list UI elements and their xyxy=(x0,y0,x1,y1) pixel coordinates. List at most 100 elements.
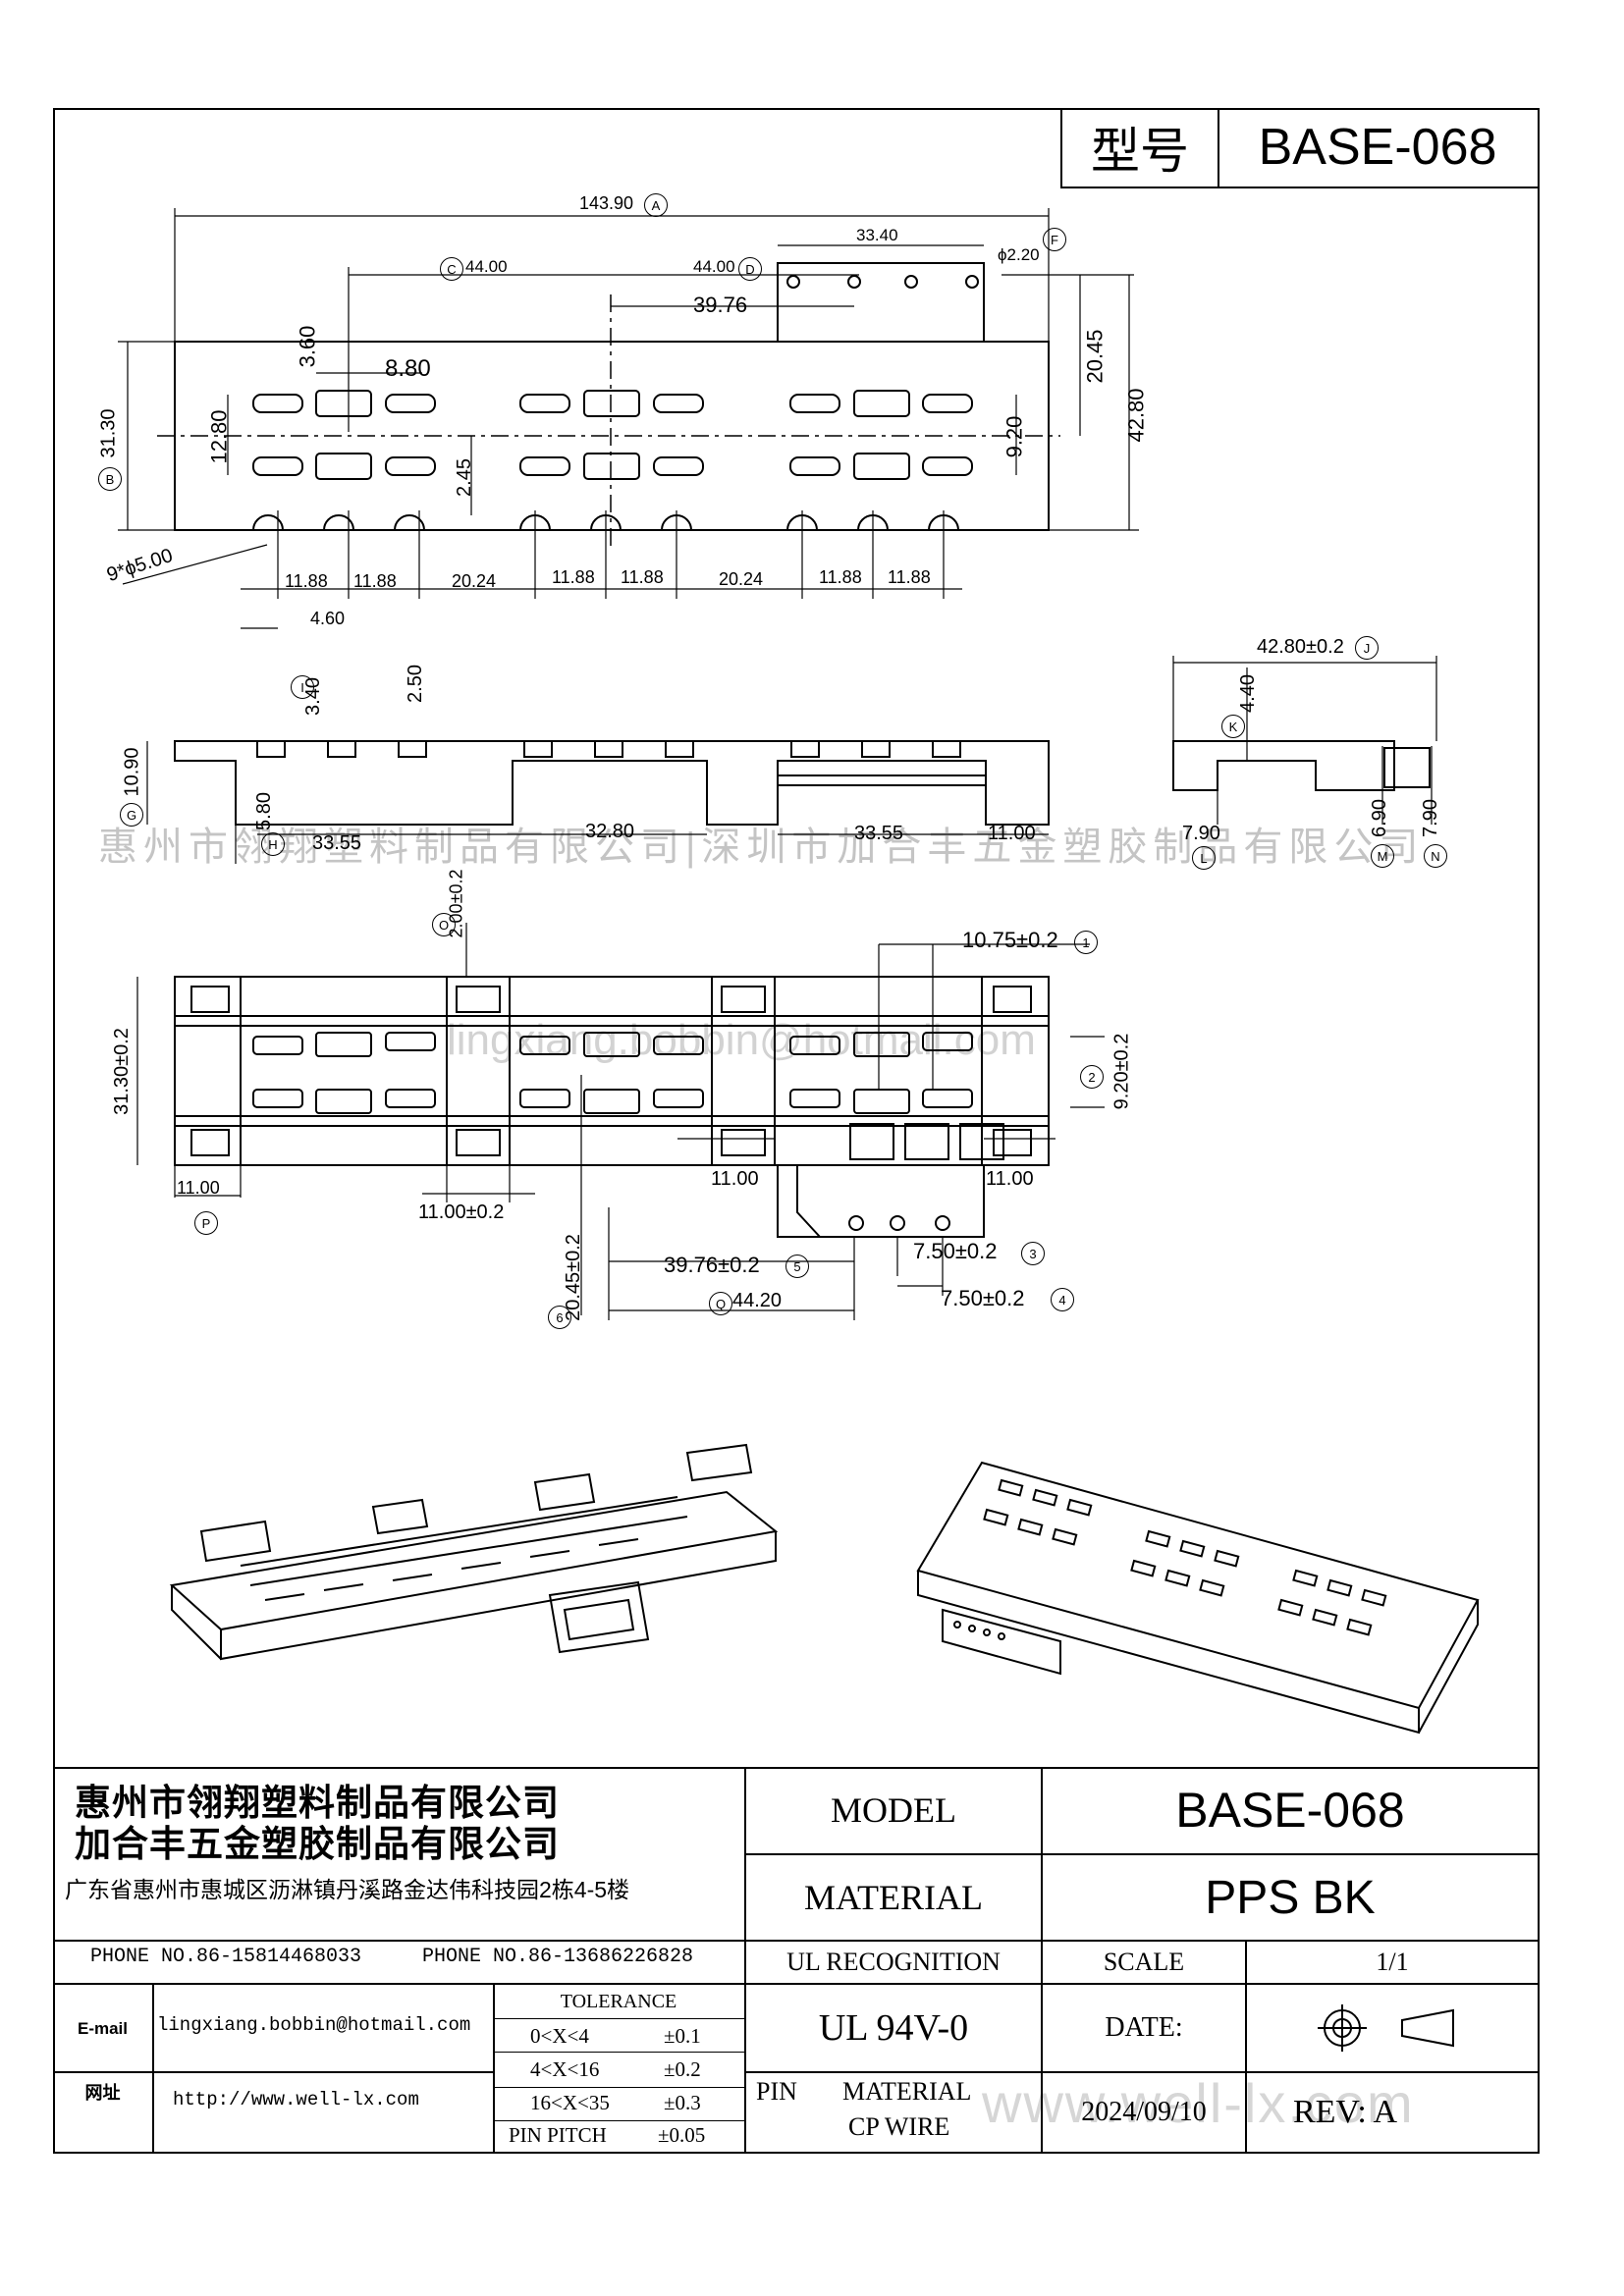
company-name-2: 加合丰五金塑胶制品有限公司 xyxy=(75,1824,560,1864)
tol-value-1: ±0.1 xyxy=(664,2024,701,2048)
bottom-view xyxy=(136,923,1105,1320)
company-address: 广东省惠州市惠城区沥淋镇丹溪路金达伟科技园2栋4-5楼 xyxy=(65,1877,630,1902)
title-vline-l2 xyxy=(493,1983,495,2152)
callout-6: 6 xyxy=(548,1306,571,1329)
callout-i: I xyxy=(291,675,314,699)
top-view xyxy=(118,208,1139,629)
dim-7-50-b: 7.50±0.2 xyxy=(941,1286,1025,1310)
callout-g: G xyxy=(120,803,143,827)
phone-2: PHONE NO.86-13686226828 xyxy=(422,1946,694,1968)
dim-2-45: 2.45 xyxy=(453,458,475,497)
dim-11-00-c: 11.00 xyxy=(711,1168,759,1190)
date-label: DATE: xyxy=(1105,2012,1183,2043)
web-label: 网址 xyxy=(84,2083,121,2103)
ul-label: UL RECOGNITION xyxy=(786,1948,1001,1976)
dim-9-20: 9.20 xyxy=(1001,415,1027,458)
callout-q: Q xyxy=(709,1292,732,1315)
title-hline-2 xyxy=(744,1940,1538,1942)
callout-m: M xyxy=(1371,844,1394,868)
title-hline-3 xyxy=(744,1983,1538,1985)
callout-a: A xyxy=(644,193,668,217)
dim-d: 44.00 xyxy=(693,257,735,276)
dim-11-00-a: 11.00 xyxy=(177,1178,220,1198)
dim-8-80: 8.80 xyxy=(385,355,431,382)
title-hline-1 xyxy=(744,1853,1538,1855)
tol-value-3: ±0.3 xyxy=(664,2091,701,2114)
dim-42-80: 42.80 xyxy=(1123,388,1149,443)
tol-range-4: PIN PITCH xyxy=(509,2123,607,2147)
bottom-dim-4: 11.88 xyxy=(552,567,595,587)
tol-range-2: 4<X<16 xyxy=(530,2057,600,2081)
title-vline-1 xyxy=(1041,1767,1043,2152)
header-model-value: BASE-068 xyxy=(1258,119,1497,176)
iso-right xyxy=(916,1461,1480,1735)
header-model-box xyxy=(1060,108,1538,188)
dim-10-75: 10.75±0.2 xyxy=(962,928,1058,952)
title-block xyxy=(53,1767,1538,2154)
callout-1: 1 xyxy=(1074,931,1098,954)
header-divider xyxy=(1218,108,1219,187)
drawing-frame xyxy=(53,108,1540,2154)
pin-hole-dim: ϕ2.20 xyxy=(998,245,1040,264)
callout-c: C xyxy=(440,257,463,281)
tolerance-title: TOLERANCE xyxy=(560,1990,677,2012)
side-dim-42-80: 42.80±0.2 xyxy=(1257,636,1344,658)
rev: REV: A xyxy=(1292,2094,1398,2130)
scale-value: 1/1 xyxy=(1376,1948,1409,1976)
pin-material-label: MATERIAL xyxy=(842,2077,972,2106)
email-value: lingxiang.bobbin@hotmail.com xyxy=(157,2014,471,2036)
dim-20-45: 20.45 xyxy=(1082,329,1108,384)
dim-9-20-bv: 9.20±0.2 xyxy=(1110,1033,1133,1110)
dim-33-40: 33.40 xyxy=(856,226,898,244)
phone-1: PHONE NO.86-15814468033 xyxy=(90,1946,362,1968)
dim-c: 44.00 xyxy=(465,257,508,276)
side-dim-4-40: 4.40 xyxy=(1236,674,1259,713)
projection-symbol-icon xyxy=(1318,2004,1454,2052)
tol-value-4: ±0.05 xyxy=(658,2123,706,2147)
date-value: 2024/09/10 xyxy=(1081,2097,1207,2127)
title-hline-l1 xyxy=(53,1940,744,1942)
material-value: PPS BK xyxy=(1205,1871,1376,1924)
bottom-dim-8: 11.88 xyxy=(888,567,931,587)
title-hline-l2 xyxy=(53,1983,744,1985)
callout-j: J xyxy=(1355,636,1379,660)
callout-l: L xyxy=(1192,846,1216,870)
pin-label: PIN xyxy=(756,2077,797,2106)
bottom-dim-5: 11.88 xyxy=(621,567,664,587)
bottom-dim-1: 11.88 xyxy=(285,571,328,591)
email-label: E-mail xyxy=(77,2019,129,2038)
dim-33-55-a: 33.55 xyxy=(312,832,362,854)
dim-7-50-a: 7.50±0.2 xyxy=(913,1239,998,1263)
dim-11-00-b: 11.00±0.2 xyxy=(418,1201,505,1223)
bottom-dim-7: 11.88 xyxy=(819,567,862,587)
dim-32-80: 32.80 xyxy=(585,821,635,842)
dim-11-00-d: 11.00 xyxy=(986,1168,1034,1190)
callout-5: 5 xyxy=(785,1255,809,1278)
callout-f: F xyxy=(1043,228,1066,251)
callout-h: H xyxy=(261,832,285,856)
model-value: BASE-068 xyxy=(1175,1783,1405,1838)
title-vline-2 xyxy=(1245,1940,1247,2152)
tol-hline-2 xyxy=(493,2052,744,2053)
callout-4: 4 xyxy=(1051,1288,1074,1311)
callout-o: O xyxy=(432,913,456,936)
dim-3-60: 3.60 xyxy=(295,325,320,368)
isometric-views xyxy=(169,1443,1480,1735)
tol-hline-1 xyxy=(493,2018,744,2019)
iso-left xyxy=(169,1443,779,1661)
side-dim-7-90-b: 7.90 xyxy=(1419,799,1441,837)
dim-5-80: 5.80 xyxy=(252,792,275,830)
dim-11-00: 11.00 xyxy=(988,823,1036,844)
title-hline-4 xyxy=(744,2071,1538,2073)
callout-3: 3 xyxy=(1021,1242,1045,1265)
dim-39-76: 39.76 xyxy=(693,293,748,317)
callout-d: D xyxy=(738,257,762,281)
callout-p: P xyxy=(194,1211,218,1235)
dim-4-60: 4.60 xyxy=(310,609,346,628)
dim-10-90: 10.90 xyxy=(121,747,143,797)
material-label: MATERIAL xyxy=(804,1878,983,1917)
callout-k: K xyxy=(1221,715,1245,738)
scale-label: SCALE xyxy=(1103,1948,1185,1976)
bottom-dim-2: 11.88 xyxy=(353,571,397,591)
tol-range-3: 16<X<35 xyxy=(530,2091,610,2114)
